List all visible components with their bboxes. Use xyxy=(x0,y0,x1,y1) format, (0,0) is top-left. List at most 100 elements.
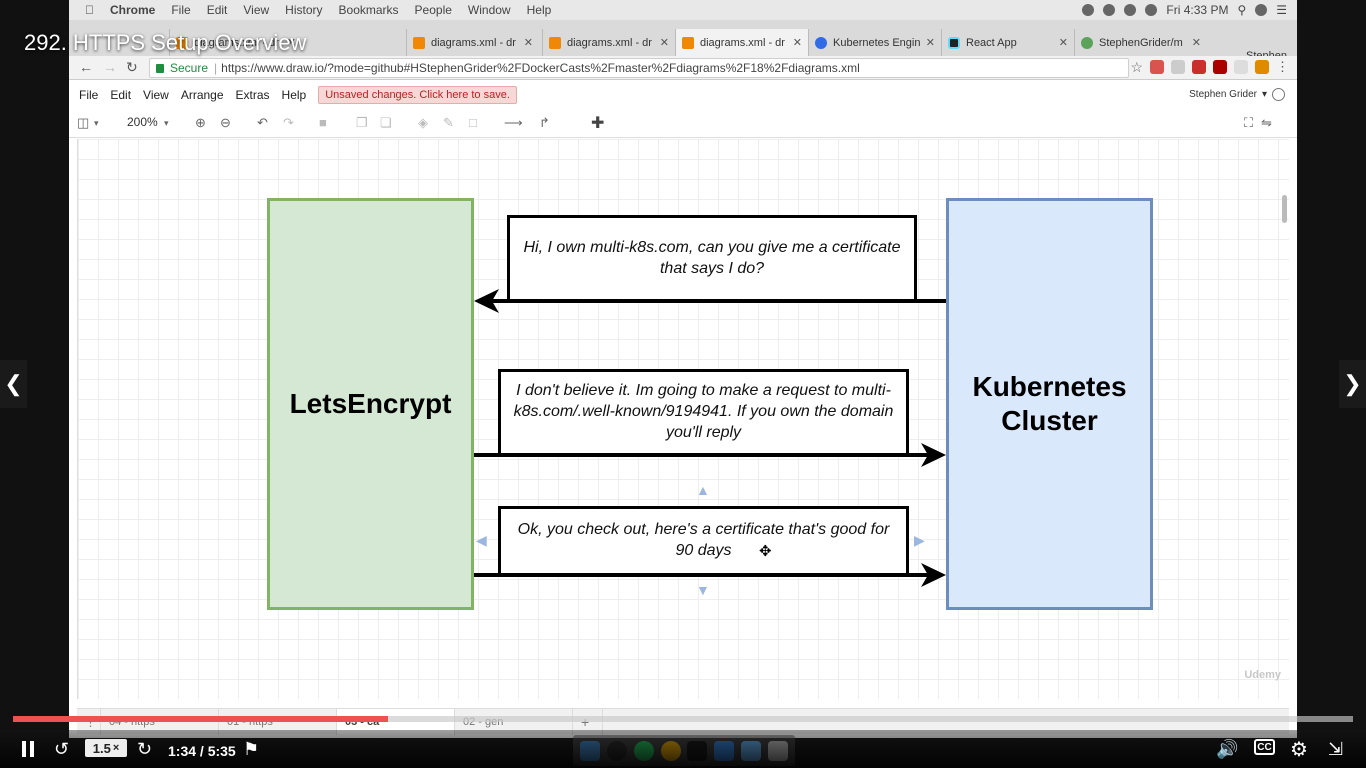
letsencrypt-label: LetsEncrypt xyxy=(289,388,452,420)
forward-icon[interactable]: ↻ xyxy=(137,738,153,759)
add-bookmark-icon[interactable]: ⚑ xyxy=(243,738,260,759)
chrome-menu-icon[interactable]: ⋮ xyxy=(1276,59,1289,74)
rewind-icon[interactable]: ↺ xyxy=(54,738,70,759)
dots-extension-icon[interactable] xyxy=(1192,60,1206,74)
captions-button[interactable]: CC xyxy=(1254,739,1275,755)
browser-tab[interactable]: Kubernetes Engin✕ xyxy=(808,29,941,56)
menu-window[interactable]: Window xyxy=(458,3,511,17)
close-tab-icon[interactable]: ✕ xyxy=(1058,37,1068,49)
insert-plus-icon[interactable]: ✚ xyxy=(591,115,605,132)
browser-tab[interactable]: diagrams.xml - dr✕ xyxy=(169,29,302,56)
message-certificate-issued[interactable]: Ok, you check out, here's a certificate … xyxy=(498,506,909,576)
to-back-icon[interactable]: ❏ xyxy=(380,115,392,130)
forward-arrow-icon[interactable]: → xyxy=(103,59,117,75)
zoom-out-icon[interactable]: ⊖ xyxy=(220,115,231,130)
siri-icon[interactable] xyxy=(1255,4,1268,16)
bookmark-star-icon[interactable]: ☆ xyxy=(1130,59,1143,75)
wifi-icon[interactable] xyxy=(1124,4,1137,16)
browser-tab-active[interactable]: diagrams.xml - dr✕ xyxy=(675,29,808,56)
apple-icon[interactable]:  xyxy=(85,3,94,17)
docker-icon[interactable] xyxy=(1103,4,1116,16)
drawio-menu-help[interactable]: Help xyxy=(281,87,307,102)
undo-icon[interactable]: ↶ xyxy=(257,115,268,130)
spotlight-search-icon[interactable]: ⚲ xyxy=(1237,3,1247,17)
menu-file[interactable]: File xyxy=(162,3,190,17)
menu-edit[interactable]: Edit xyxy=(197,3,228,17)
menu-clock[interactable]: Fri 4:33 PM xyxy=(1166,3,1229,17)
previous-lecture-button[interactable]: ❮ xyxy=(0,360,27,408)
shield-extension-icon[interactable] xyxy=(1213,60,1227,74)
browser-tab[interactable]: StephenGrider/m✕ xyxy=(1074,29,1207,56)
shadow-icon[interactable]: □ xyxy=(469,115,477,130)
line-color-icon[interactable]: ✎ xyxy=(443,115,454,130)
menu-bookmarks[interactable]: Bookmarks xyxy=(329,3,399,17)
playback-speed-button[interactable]: 1.5× xyxy=(85,739,127,757)
url-text[interactable]: https://www.draw.io/?mode=github#HStephe… xyxy=(221,61,860,75)
menu-history[interactable]: History xyxy=(276,3,322,17)
kubernetes-cluster-block[interactable]: Kubernetes Cluster xyxy=(946,198,1153,610)
close-tab-icon[interactable]: ✕ xyxy=(659,37,669,49)
diagram-canvas[interactable]: LetsEncrypt Kubernetes Cluster Hi, I own… xyxy=(77,139,1289,699)
grey-extension-icon[interactable] xyxy=(1234,60,1248,74)
drawio-menu-arrange[interactable]: Arrange xyxy=(180,87,224,102)
drawio-menu-edit[interactable]: Edit xyxy=(110,87,132,102)
zoom-in-icon[interactable]: ⊕ xyxy=(195,115,206,130)
close-tab-icon[interactable]: ✕ xyxy=(792,37,802,49)
close-tab-icon[interactable]: ✕ xyxy=(523,37,533,49)
browser-tab[interactable]: diagrams.xml - dr✕ xyxy=(406,29,539,56)
menu-help[interactable]: Help xyxy=(517,3,552,17)
menu-view[interactable]: View xyxy=(234,3,269,17)
browser-tab[interactable]: React App✕ xyxy=(941,29,1074,56)
format-panel-icon[interactable]: ◫ xyxy=(77,115,90,130)
exit-fullscreen-icon[interactable]: ⇲ xyxy=(1328,738,1344,759)
metamask-extension-icon[interactable] xyxy=(1255,60,1269,74)
connection-arrow-icon[interactable]: ⟶ xyxy=(504,115,523,130)
drawio-menu-view[interactable]: View xyxy=(143,87,169,102)
selection-arrow-down-icon[interactable]: ▼ xyxy=(696,582,710,598)
selection-arrow-up-icon[interactable]: ▲ xyxy=(696,482,710,498)
delete-icon[interactable]: ■ xyxy=(319,115,327,130)
drawio-menu-file[interactable]: File xyxy=(79,87,99,102)
zoom-level-select[interactable]: 200% xyxy=(127,115,158,129)
pages-menu-icon[interactable]: ⋮ xyxy=(77,709,101,735)
css-extension-icon[interactable] xyxy=(1171,60,1185,74)
chevron-down-icon[interactable]: ▾ xyxy=(94,118,99,128)
close-tab-icon[interactable]: ✕ xyxy=(286,37,296,49)
opera-extension-icon[interactable] xyxy=(1150,60,1164,74)
redo-icon[interactable]: ↷ xyxy=(283,115,294,130)
add-page-icon[interactable]: + xyxy=(573,709,603,735)
menu-people[interactable]: People xyxy=(405,3,452,17)
browser-tab[interactable]: diagrams.xml - dr✕ xyxy=(542,29,675,56)
next-lecture-button[interactable]: ❯ xyxy=(1339,360,1366,408)
waypoints-icon[interactable]: ↱ xyxy=(539,115,550,130)
back-arrow-icon[interactable]: ← xyxy=(79,59,93,75)
to-front-icon[interactable]: ❐ xyxy=(356,115,368,130)
message-domain-verification[interactable]: I don't believe it. Im going to make a r… xyxy=(498,369,909,456)
language-globe-icon[interactable] xyxy=(1272,88,1285,101)
close-tab-icon[interactable]: ✕ xyxy=(925,37,935,49)
selection-arrow-left-icon[interactable]: ◀ xyxy=(476,532,487,548)
unsaved-changes-button[interactable]: Unsaved changes. Click here to save. xyxy=(318,85,517,104)
notification-center-icon[interactable]: ☰ xyxy=(1276,3,1287,17)
battery-icon[interactable] xyxy=(1145,4,1158,16)
reload-icon[interactable]: ↻ xyxy=(126,59,138,75)
url-field[interactable]: Secure | https://www.draw.io/?mode=githu… xyxy=(149,58,1129,78)
collapse-icon[interactable]: ⇋ xyxy=(1261,115,1272,130)
close-tab-icon[interactable]: ✕ xyxy=(1191,37,1201,49)
video-progress-bar[interactable] xyxy=(13,716,1353,722)
pause-button[interactable] xyxy=(17,736,39,762)
settings-gear-icon[interactable]: ⚙ xyxy=(1290,738,1308,761)
drawio-menu-extras[interactable]: Extras xyxy=(235,87,270,102)
message-certificate-request[interactable]: Hi, I own multi-k8s.com, can you give me… xyxy=(507,215,917,302)
fullscreen-icon[interactable]: ⛶ xyxy=(1244,115,1254,130)
letsencrypt-block[interactable]: LetsEncrypt xyxy=(267,198,474,610)
selection-arrow-right-icon[interactable]: ▶ xyxy=(914,532,925,548)
volume-icon[interactable]: 🔊 xyxy=(1216,738,1239,759)
menu-app-name[interactable]: Chrome xyxy=(101,3,155,17)
chevron-down-icon[interactable]: ▾ xyxy=(164,118,169,128)
fill-color-icon[interactable]: ◈ xyxy=(418,115,428,130)
status-icon[interactable] xyxy=(1082,4,1095,16)
vertical-scrollbar[interactable] xyxy=(1282,195,1287,223)
user-menu[interactable]: Stephen Grider ▾ xyxy=(1189,88,1285,101)
